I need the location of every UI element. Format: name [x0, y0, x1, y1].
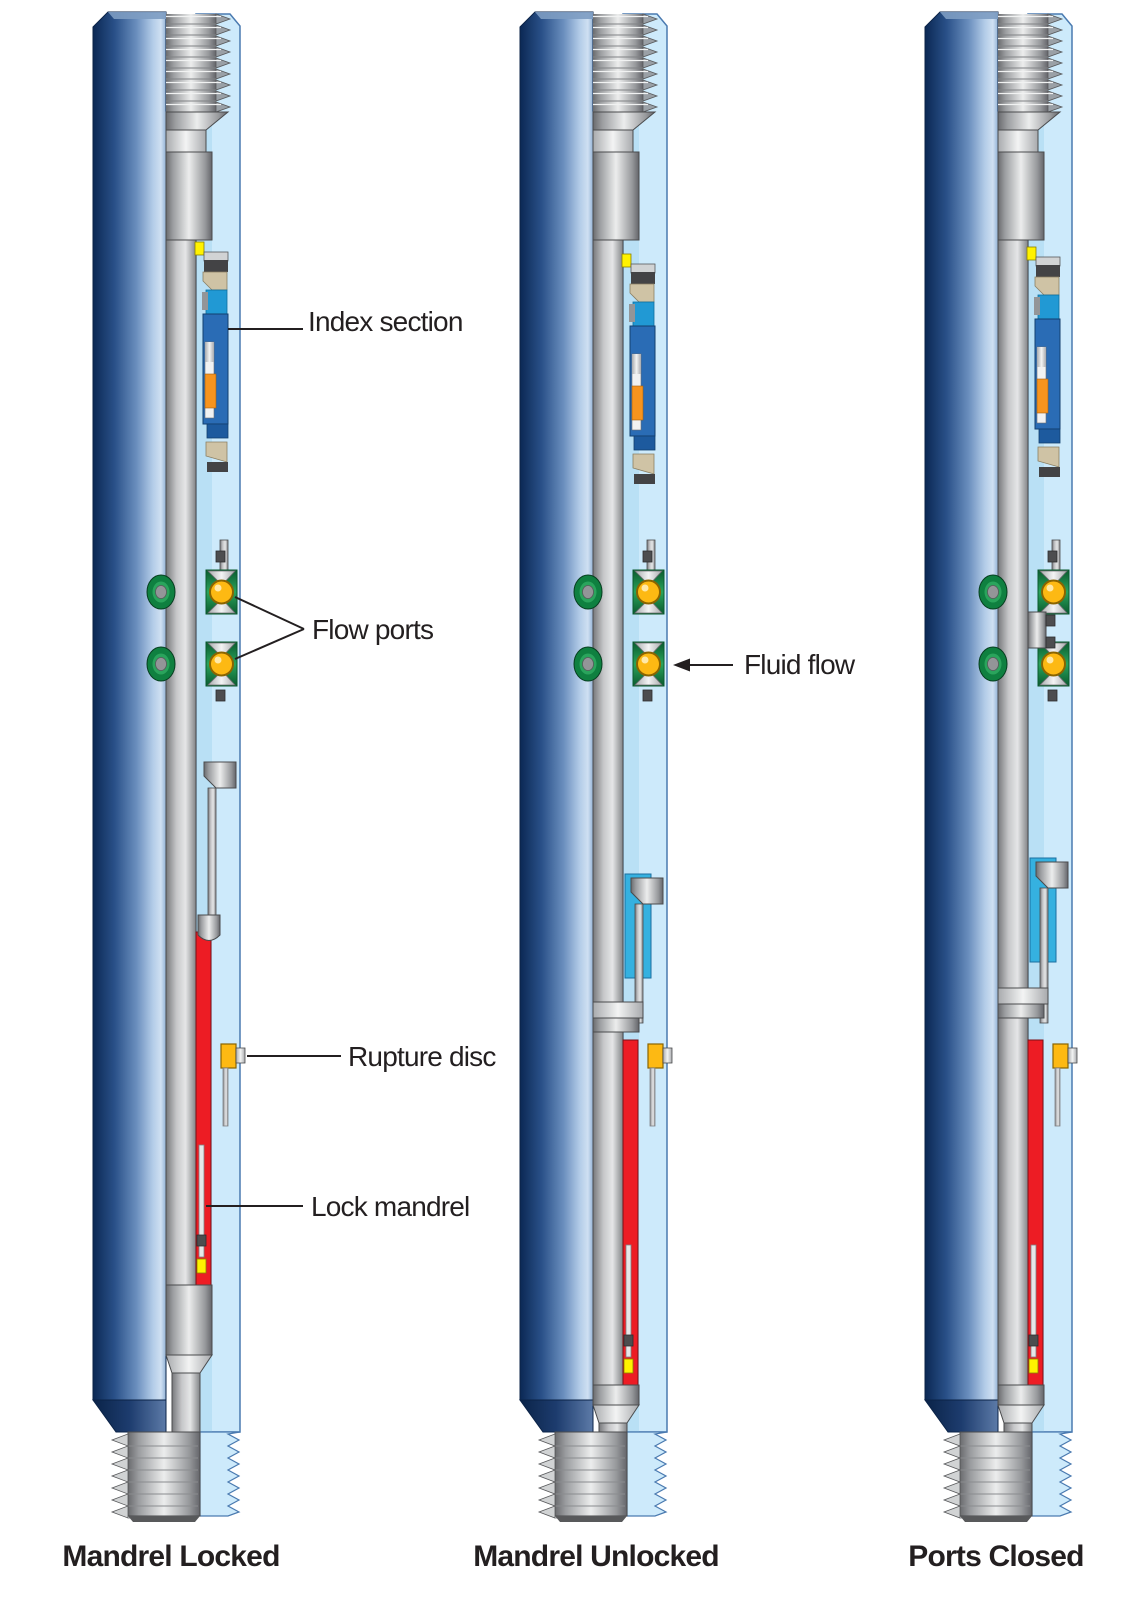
lock-mandrel [1027, 1039, 1044, 1386]
flow-port-lower [205, 641, 238, 687]
lock-mandrel [195, 931, 212, 1286]
index-section [621, 253, 656, 484]
flow-port-upper [205, 569, 238, 615]
tool-mandrel-locked [92, 11, 246, 1522]
label-flow-ports: Flow ports [312, 614, 434, 645]
port-seal-ring [978, 574, 1008, 610]
caption-mandrel-unlocked: Mandrel Unlocked [473, 1540, 719, 1573]
rupture-disc [647, 1043, 673, 1127]
bottom-threads [537, 1431, 668, 1522]
index-section [194, 241, 229, 472]
fluid-flow-arrow [673, 658, 690, 672]
label-fluid-flow: Fluid flow [744, 649, 855, 680]
index-section [1026, 246, 1061, 477]
flow-port-upper [632, 569, 665, 615]
flow-port-lower [1037, 641, 1070, 687]
caption-mandrel-locked: Mandrel Locked [62, 1540, 280, 1573]
flow-port-upper [1037, 569, 1070, 615]
port-seal-ring [146, 574, 176, 610]
label-lock-mandrel: Lock mandrel [311, 1191, 470, 1222]
bottom-threads [942, 1431, 1073, 1522]
label-rupture-disc: Rupture disc [348, 1041, 496, 1072]
caption-ports-closed: Ports Closed [908, 1540, 1084, 1573]
top-threads [998, 13, 1064, 113]
port-seal-ring [146, 646, 176, 682]
port-seal-ring [978, 646, 1008, 682]
bottom-threads [110, 1431, 241, 1522]
lock-mandrel [622, 1039, 639, 1386]
label-index-section: Index section [308, 306, 463, 337]
port-seal-ring [573, 574, 603, 610]
top-threads [593, 13, 659, 113]
leader-lines [206, 328, 733, 1207]
tool-mandrel-unlocked [519, 11, 673, 1522]
tool-ports-closed [924, 11, 1078, 1522]
port-seal-ring [573, 646, 603, 682]
flow-port-lower [632, 641, 665, 687]
top-threads [166, 13, 232, 113]
rupture-disc [220, 1043, 246, 1127]
rupture-disc [1052, 1043, 1078, 1127]
